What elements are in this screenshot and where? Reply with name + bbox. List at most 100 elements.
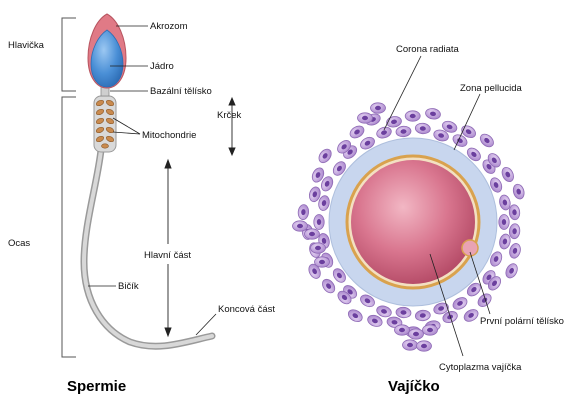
corona-cell (308, 263, 321, 279)
corona-cell (394, 324, 410, 336)
label-mitochondria: Mitochondrie (142, 130, 196, 141)
flagellum-shape (80, 146, 216, 350)
corona-cell (416, 340, 432, 352)
corona-cell (461, 125, 476, 139)
corona-cell (466, 147, 481, 162)
corona-cell (490, 177, 503, 193)
label-nucleus: Jádro (150, 61, 174, 72)
egg-cytoplasm (351, 160, 475, 284)
corona-cell (322, 278, 336, 294)
corona-leader (383, 55, 422, 131)
corona-cell (310, 242, 326, 254)
corona-cell (311, 167, 325, 183)
corona-cell (477, 293, 492, 307)
corona-cell (452, 297, 468, 310)
corona-cell (479, 133, 494, 148)
label-neck: Krček (217, 110, 242, 121)
corona-cell (337, 290, 352, 305)
label-corona-radiata: Corona radiata (396, 44, 460, 55)
corona-cell (337, 140, 352, 154)
egg-figure: Corona radiata Zona pellucida První polá… (292, 44, 564, 373)
corona-cell (318, 148, 332, 164)
corona-cell (463, 309, 479, 322)
label-head: Hlavička (8, 40, 45, 51)
label-cytoplasm: Cytoplazma vajíčka (439, 362, 522, 373)
polar-body (461, 239, 479, 257)
corona-cell (395, 306, 412, 319)
corona-cell (313, 214, 325, 230)
corona-cell (452, 134, 468, 147)
corona-cell (360, 136, 375, 150)
mitochondria-group (95, 99, 115, 149)
label-acrosome: Akrozom (150, 21, 188, 32)
corona-cell (314, 256, 330, 268)
corona-cell (499, 233, 511, 250)
label-flagellum: Bičík (118, 281, 139, 292)
corona-cell (501, 167, 514, 182)
corona-cell (499, 194, 511, 211)
label-tail: Ocas (8, 238, 30, 249)
corona-cell (512, 183, 525, 200)
corona-cell (357, 112, 373, 124)
corona-cell (318, 195, 330, 211)
zona-leader (453, 93, 481, 151)
polar-body-leader (469, 251, 491, 315)
title-sperm: Spermie (67, 378, 126, 395)
nucleus (90, 29, 124, 88)
corona-cell (332, 268, 346, 283)
corona-cell (347, 309, 363, 323)
label-principal-piece: Hlavní část (144, 250, 191, 261)
corona-cell (370, 102, 386, 114)
corona-cell (367, 314, 383, 327)
corona-cell (466, 282, 481, 297)
corona-cell (414, 309, 431, 322)
corona-cell (505, 263, 518, 279)
corona-cell (509, 243, 521, 259)
corona-cell (425, 108, 441, 120)
corona-cell (395, 125, 412, 138)
corona-cell (408, 328, 424, 340)
head-bracket (61, 17, 76, 92)
corona-cell (487, 153, 501, 168)
corona-cell (433, 302, 449, 315)
title-egg: Vajíčko (388, 378, 440, 395)
corona-cell (376, 126, 392, 139)
corona-cell (376, 305, 392, 318)
sperm-figure: Hlavička Ocas Akrozom Jádro Bazální tělí… (8, 13, 275, 358)
cytoplasm-leader (429, 253, 464, 357)
mitochondria-leader-2 (112, 131, 141, 135)
tail-bracket (61, 96, 76, 358)
flagellum-core (81, 148, 214, 349)
end-piece-leader (195, 313, 217, 336)
corona-cell (498, 214, 510, 230)
mitochondria-leader-1 (112, 117, 141, 135)
label-zona-pellucida: Zona pellucida (460, 83, 523, 94)
label-polar-body: První polární tělísko (480, 316, 564, 327)
corona-cell (487, 276, 502, 291)
corona-cell (508, 204, 521, 221)
corona-cell (304, 228, 320, 240)
corona-cell (297, 204, 310, 220)
neck-arrow (228, 96, 236, 157)
corona-cell (308, 186, 321, 203)
corona-cell (433, 129, 449, 142)
label-basal-body: Bazální tělísko (150, 86, 212, 97)
corona-cell (360, 294, 375, 308)
corona-cell (349, 125, 365, 139)
corona-cell (404, 110, 421, 122)
corona-cell (490, 251, 503, 267)
corona-radiata-cells (292, 102, 525, 352)
corona-cell (386, 116, 402, 128)
corona-cell (321, 176, 334, 192)
corona-cell (441, 120, 458, 133)
label-end-piece: Koncová část (218, 304, 275, 315)
corona-cell (386, 316, 403, 328)
corona-cell (292, 220, 308, 232)
corona-cell (332, 161, 346, 176)
principal-piece-arrow (164, 158, 172, 338)
corona-cell (414, 122, 431, 135)
corona-cell (402, 339, 418, 351)
corona-cell (508, 223, 521, 240)
corona-cell (422, 324, 438, 336)
